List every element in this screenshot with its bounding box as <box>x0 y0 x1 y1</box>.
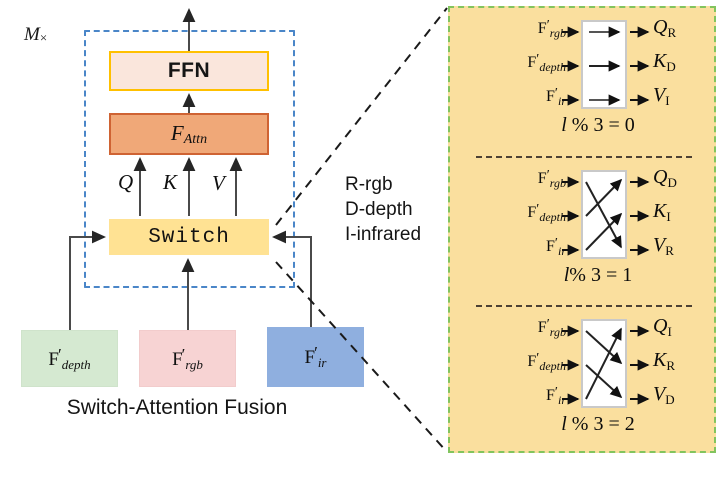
panel0-input-2: F′ir <box>546 86 566 108</box>
attention-label-sub: Attn <box>183 131 208 147</box>
feat-depth-sub: depth <box>61 356 91 372</box>
panel1-input-2: F′ir <box>546 236 566 258</box>
input-feature-depth: F′depth <box>21 330 118 387</box>
panel-mod-1: F′rgb F′depth F′ir QD KI VR l% 3 = 1 <box>450 158 718 307</box>
ffn-label: FFN <box>167 59 211 82</box>
fusion-caption: Switch-Attention Fusion <box>66 396 288 419</box>
attention-block: FAttn <box>109 113 269 155</box>
panel2-output-2: VD <box>653 383 675 407</box>
input-feature-ir: F′ir <box>267 327 364 387</box>
panel0-caption: l % 3 = 0 <box>561 114 635 136</box>
value-label: V <box>212 171 225 195</box>
legend-line-depth: D-depth <box>345 199 413 220</box>
input-feature-rgb-label: F′rgb <box>172 345 203 373</box>
panel-mod-2: F′rgb F′depth F′ir QI KR VD l % 3 = 2 <box>450 307 718 455</box>
module-label-sub: × <box>39 30 48 45</box>
module-label-main: M <box>24 24 40 45</box>
attention-label: FAttn <box>171 121 207 148</box>
feat-depth-prime: ′ <box>57 344 62 364</box>
input-feature-depth-label: F′depth <box>48 345 90 373</box>
legend-line-infrared: I-infrared <box>345 224 422 245</box>
panel1-output-1: KI <box>653 200 671 224</box>
switch-block: Switch <box>109 219 269 255</box>
panel1-output-0: QD <box>653 166 677 190</box>
switch-detail-panel: F′rgb F′depth F′ir QR KD VI l % 3 = 0 F′… <box>448 6 716 453</box>
panel2-input-2: F′ir <box>546 385 566 407</box>
panel0-input-0: F′rgb <box>537 18 566 40</box>
panel0-output-2: VI <box>653 84 670 108</box>
panel1-output-2: VR <box>653 234 674 258</box>
module-repeat-label: M× <box>24 24 47 46</box>
key-label: K <box>163 170 178 194</box>
panel1-switch-box <box>581 170 627 259</box>
panel2-output-0: QI <box>653 315 672 339</box>
feat-ir-sub: ir <box>317 355 327 370</box>
panel2-output-1: KR <box>653 349 676 373</box>
panel0-output-0: QR <box>653 16 677 40</box>
switch-label: Switch <box>148 225 230 249</box>
panel2-caption: l % 3 = 2 <box>561 413 635 435</box>
panel2-input-0: F′rgb <box>537 317 566 339</box>
panel1-input-1: F′depth <box>527 202 566 224</box>
query-label: Q <box>118 170 134 194</box>
panel2-input-1: F′depth <box>527 351 566 373</box>
feat-depth-main: F <box>48 348 59 370</box>
input-feature-rgb: F′rgb <box>139 330 236 387</box>
legend-line-rgb: R-rgb <box>345 174 393 195</box>
panel-mod-0: F′rgb F′depth F′ir QR KD VI l % 3 = 0 <box>450 8 718 158</box>
modality-legend: R-rgb D-depth I-infrared <box>345 172 421 247</box>
feat-rgb-main: F <box>172 348 183 370</box>
panel0-switch-box <box>581 20 627 109</box>
input-feature-ir-label: F′ir <box>305 343 327 371</box>
panel-divider-0 <box>476 156 692 158</box>
panel1-caption: l% 3 = 1 <box>563 264 633 286</box>
panel0-output-1: KD <box>653 50 676 74</box>
feat-rgb-prime: ′ <box>181 344 186 364</box>
panel2-switch-box <box>581 319 627 408</box>
ffn-block: FFN <box>109 51 269 91</box>
panel1-input-0: F′rgb <box>537 168 566 190</box>
attention-label-main: F <box>170 120 184 145</box>
panel-divider-1 <box>476 305 692 307</box>
panel0-input-1: F′depth <box>527 52 566 74</box>
feat-rgb-sub: rgb <box>185 356 203 372</box>
